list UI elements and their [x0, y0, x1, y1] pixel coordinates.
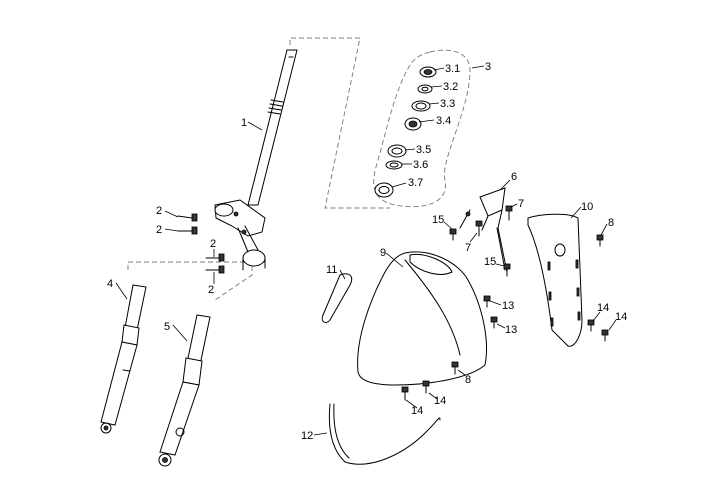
nut-3-1 — [419, 66, 437, 78]
callout-12: 12 — [301, 430, 313, 442]
callout-1: 1 — [241, 117, 247, 129]
leader-lines — [115, 65, 617, 436]
inner-panel — [527, 213, 583, 347]
callout-2: 2 — [156, 205, 162, 217]
mud-guard — [328, 403, 441, 465]
small-parts-7-15 — [449, 205, 513, 277]
bearing-3-4 — [404, 117, 422, 131]
callout-3-6: 3.6 — [413, 159, 428, 171]
side-reflector — [321, 273, 353, 323]
bracket-part-6 — [459, 187, 506, 271]
callout-13: 13 — [505, 324, 517, 336]
screw — [451, 361, 459, 375]
bolt — [475, 220, 483, 237]
bolts-part-2 — [177, 213, 225, 274]
washer-3-2 — [417, 84, 433, 94]
callout-14: 14 — [597, 302, 609, 314]
callout-labels: 1 2 2 2 2 3 3.1 3.2 3.3 3.4 3.5 3.6 3.7 … — [107, 61, 627, 442]
callout-8: 8 — [465, 374, 471, 386]
callout-14: 14 — [411, 405, 423, 417]
bolt — [177, 226, 198, 235]
callout-4: 4 — [107, 278, 113, 290]
front-fender — [357, 251, 487, 386]
race-3-3 — [411, 100, 431, 112]
steering-stem — [214, 49, 298, 271]
bolt — [205, 265, 225, 274]
screw — [401, 386, 409, 401]
callout-5: 5 — [164, 321, 170, 333]
bolt — [205, 253, 225, 262]
screw — [596, 234, 604, 247]
callout-13: 13 — [502, 300, 514, 312]
screw — [490, 316, 498, 329]
screw — [601, 329, 609, 342]
callout-14: 14 — [615, 311, 627, 323]
callout-15: 15 — [484, 256, 496, 268]
bolt — [505, 205, 513, 221]
callout-10: 10 — [581, 201, 593, 213]
screw — [422, 380, 430, 394]
callout-2: 2 — [208, 284, 214, 296]
callout-9: 9 — [380, 247, 386, 259]
callout-7: 7 — [518, 198, 524, 210]
race-3-6 — [385, 160, 403, 170]
callout-15: 15 — [432, 214, 444, 226]
callout-3-2: 3.2 — [443, 81, 458, 93]
callout-3-3: 3.3 — [440, 98, 455, 110]
callout-6: 6 — [511, 171, 517, 183]
bearing-3-5 — [387, 144, 407, 158]
bolt — [177, 213, 198, 222]
callout-2: 2 — [156, 224, 162, 236]
callout-3-1: 3.1 — [445, 63, 460, 75]
screws-8-13-14 — [401, 234, 609, 401]
bolt — [503, 263, 511, 277]
callout-3-7: 3.7 — [408, 177, 423, 189]
callout-3: 3 — [485, 61, 491, 73]
bearing-set — [374, 66, 437, 198]
callout-3-5: 3.5 — [416, 144, 431, 156]
fork-tube-left — [100, 284, 147, 434]
callout-11: 11 — [326, 264, 337, 276]
callout-7: 7 — [465, 242, 471, 254]
bolt — [449, 228, 457, 241]
screw — [483, 295, 491, 308]
callout-14: 14 — [434, 395, 446, 407]
callout-8: 8 — [608, 217, 614, 229]
callout-2: 2 — [210, 238, 216, 250]
fork-tube-right — [158, 314, 211, 467]
callout-3-4: 3.4 — [436, 115, 451, 127]
seal-3-7 — [374, 182, 394, 198]
screw — [587, 319, 595, 332]
